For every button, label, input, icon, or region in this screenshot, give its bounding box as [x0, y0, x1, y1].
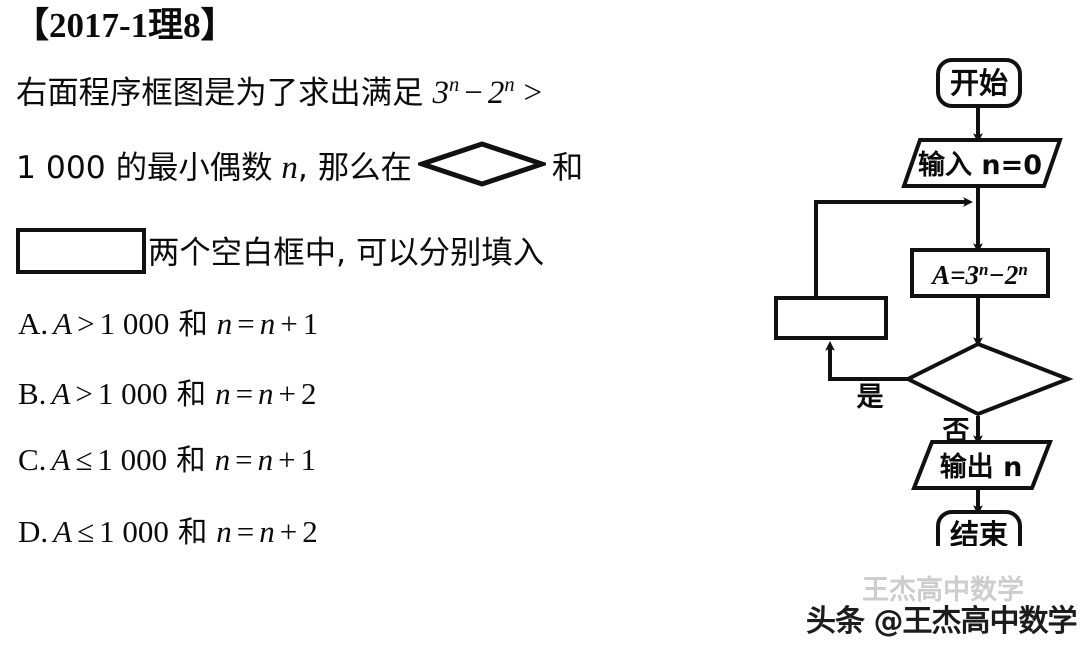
- flow-node-start[interactable]: 开始: [936, 58, 1022, 108]
- stem-expr-sup-2: n: [504, 74, 515, 96]
- option-c-plus: +: [278, 442, 296, 477]
- option-c-value: 1 000: [97, 442, 168, 477]
- option-a-value: 1 000: [99, 306, 170, 341]
- stem-line-3: 两个空白框中, 可以分别填入: [16, 228, 544, 274]
- option-a-var: A: [53, 306, 73, 341]
- process-a-lhs: A=3: [930, 260, 979, 290]
- flow-node-blank-process[interactable]: [774, 296, 888, 340]
- question-tag: 【2017-1理8】: [14, 6, 236, 45]
- process-a-sup-1: n: [979, 260, 988, 279]
- option-c-conj: 和: [176, 443, 206, 477]
- stem-line-2-middle: , 那么在: [297, 150, 412, 186]
- option-a-key: A.: [18, 306, 49, 341]
- stem-expr-sup-1: n: [448, 74, 460, 96]
- option-a-assign-expr-var: n: [259, 306, 276, 341]
- flow-node-process-a[interactable]: A=3n−2n: [910, 248, 1050, 298]
- option-a-rel: >: [77, 306, 95, 341]
- watermark-main: 头条 @王杰高中数学: [806, 604, 1077, 639]
- stem-expr-minus: −: [464, 75, 483, 111]
- option-d-key: D.: [18, 514, 49, 549]
- stem-expr-base-2: 2: [487, 75, 505, 111]
- option-c-var: A: [51, 442, 71, 477]
- option-d-rel: ≤: [77, 514, 95, 549]
- process-a-minus: −: [989, 260, 1005, 290]
- option-a-conj: 和: [178, 307, 208, 341]
- option-b-key: B.: [18, 376, 47, 411]
- option-d-assign-expr-var: n: [259, 514, 275, 549]
- stem-line-1-text: 右面程序框图是为了求出满足: [16, 75, 424, 111]
- option-b-assign-expr-var: n: [258, 376, 274, 411]
- flow-node-output-label: 输出 n: [940, 451, 1023, 483]
- process-a-rhs: 2: [1004, 260, 1019, 290]
- option-b-plus: +: [278, 376, 297, 411]
- branch-label-yes: 是: [857, 382, 884, 413]
- option-d-value: 1 000: [99, 514, 169, 549]
- flow-node-input[interactable]: 输入 n=0: [901, 138, 1063, 188]
- option-a-plus: +: [280, 306, 298, 341]
- option-c-assign-var: n: [214, 442, 231, 477]
- option-a-step: 1: [302, 306, 319, 341]
- blank-diamond-placeholder: [413, 140, 550, 188]
- option-c-rel: ≤: [75, 442, 93, 477]
- connector-yes-branch-path: [825, 340, 908, 381]
- option-d-eq: =: [236, 514, 255, 549]
- flow-node-output[interactable]: 输出 n: [911, 440, 1053, 490]
- option-c-assign-expr-var: n: [257, 442, 274, 477]
- option-b-var: A: [51, 376, 71, 411]
- watermark-ghost: 王杰高中数学: [862, 575, 1024, 606]
- option-c-eq: =: [235, 442, 253, 477]
- blank-rectangle-placeholder: [16, 228, 146, 274]
- option-b-eq: =: [235, 376, 254, 411]
- flow-node-input-label: 输入 n=0: [918, 149, 1042, 181]
- stem-line-2-suffix: 和: [551, 150, 584, 186]
- stem-line-3-suffix: 两个空白框中, 可以分别填入: [148, 235, 545, 271]
- flow-node-start-label: 开始: [950, 66, 1008, 100]
- program-flowchart: 开始 输入 n=0 A=3n−2n: [760, 46, 1080, 546]
- flow-node-decision[interactable]: [903, 341, 1074, 417]
- option-c-step: 1: [300, 442, 317, 477]
- option-a-assign-var: n: [216, 306, 233, 341]
- flow-node-process-a-label: A=3n−2n: [930, 260, 1028, 290]
- option-c-key: C.: [18, 442, 47, 477]
- stem-expr-gt: >: [523, 75, 543, 111]
- option-b-conj: 和: [176, 377, 207, 411]
- option-d-assign-var: n: [216, 514, 232, 549]
- connector-loop-return-path: [814, 197, 974, 292]
- option-b-rel: >: [75, 376, 93, 411]
- flow-node-end-label: 结束: [950, 518, 1008, 546]
- flow-node-end[interactable]: 结束: [936, 510, 1022, 546]
- stem-line-2-variable: n: [281, 150, 298, 186]
- option-d-conj: 和: [177, 515, 208, 549]
- option-a-eq: =: [237, 306, 255, 341]
- option-b-step: 2: [301, 376, 317, 411]
- stem-line-2-prefix: 1 000 的最小偶数: [16, 150, 273, 186]
- option-d-plus: +: [279, 514, 298, 549]
- stem-expr-base-1: 3: [432, 75, 449, 111]
- option-b-assign-var: n: [215, 376, 231, 411]
- option-d-step: 2: [302, 514, 318, 549]
- option-d-var: A: [53, 514, 73, 549]
- process-a-sup-2: n: [1018, 260, 1027, 279]
- option-b-value: 1 000: [97, 376, 168, 411]
